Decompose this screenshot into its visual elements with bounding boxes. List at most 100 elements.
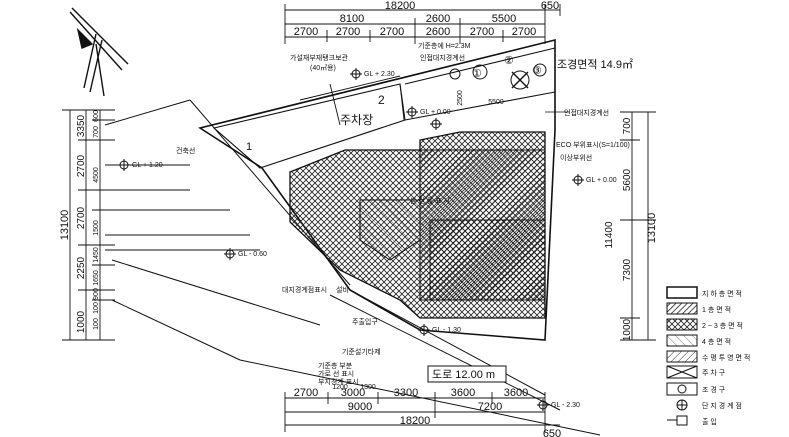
dim-1300: 1300 (360, 384, 376, 391)
dim-left-row2-1: 700 (93, 126, 100, 138)
road-width-box (427, 365, 507, 383)
right-dimensions (620, 111, 656, 341)
legend-text-0: 지 하 층 면 적 (702, 289, 742, 298)
legend-text-5: 주 차 구 (702, 368, 726, 377)
building-1f (289, 131, 546, 319)
dim-left-row2-7: 100 (93, 302, 100, 314)
left-small-label-2: 설비 (336, 285, 349, 294)
dim-bottom-row1-1: 3000 (341, 387, 365, 399)
legend-symbol-arrow-box (667, 415, 688, 426)
dim-top-row3-2: 2700 (380, 26, 404, 38)
garden-number-2: ② (504, 55, 514, 67)
dim-left-row2-0: 600 (93, 110, 100, 122)
dim-left-row1-1: 2700 (76, 154, 87, 177)
building-line-label-2: 인접대지경계선 (564, 108, 609, 117)
legend-text-7: 단 지 경 계 점 (702, 401, 742, 410)
dim-top-total: 18200 (385, 0, 416, 12)
gl-label-2: GL + 0.00 (420, 109, 451, 116)
dim-left-row2-6: 900 (93, 288, 100, 300)
dim-top-total-right: 650 (541, 0, 559, 12)
legend-symbol-circle-x-box (666, 382, 698, 396)
dim-2500: 2500 (457, 90, 464, 106)
legend-symbol-hatch-cross (666, 318, 698, 331)
bottom-note-0: 기준층 부분 (318, 361, 353, 370)
gl-label-8: GL - 2.30 (551, 402, 580, 409)
garden-number-3: ③ (532, 65, 542, 77)
dim-left-row2-5: 1650 (93, 270, 100, 286)
dim-right-row1-2: 7300 (622, 258, 633, 281)
base-height-label: 기준층에 H=2.3M (418, 41, 471, 50)
dim-top-row2-2: 5500 (492, 13, 516, 25)
dim-top-row3-0: 2700 (294, 26, 318, 38)
stall-number-2: 2 (378, 93, 385, 107)
building-main-label: 본 건 물 표 시 (410, 196, 450, 205)
dim-right-row1-0: 700 (622, 117, 633, 134)
note-small-label: ECO 부위표시(S=1/100) (556, 141, 630, 149)
dim-left-row2-8: 100 (93, 318, 100, 330)
legend-text-4: 수 평 투 영 면 적 (702, 353, 750, 362)
legend-text-2: 2 ~ 3 층 면 적 (702, 321, 743, 330)
legend-symbol-hatch-dense (666, 302, 698, 315)
legend-symbol-outline (666, 286, 698, 299)
gas-tank-sub-label: (40㎥용) (310, 63, 336, 72)
left-small-label: 대지경계점표시 (282, 285, 327, 294)
dim-bottom-total-right: 650 (543, 428, 561, 437)
dim-left-row1-4: 1000 (76, 310, 87, 333)
legend-symbol-hatch-diag (666, 350, 698, 363)
north-arrow-icon (69, 7, 129, 97)
legend-text-3: 4 층 면 적 (702, 337, 731, 346)
dim-bottom-row1-4: 3600 (504, 387, 528, 399)
line-text-label: 이상부위선 (560, 153, 592, 162)
dim-right-mid: 11400 (604, 221, 615, 249)
dim-right-row1-3: 1000 (622, 318, 633, 341)
entrance-label: 주출입구 (352, 317, 378, 326)
top-dimensions (284, 4, 561, 44)
bottom-note-1: 가로 선 표시 (318, 369, 354, 378)
dim-top-row2-1: 2600 (426, 13, 450, 25)
dim-left-row1-3: 2250 (76, 256, 87, 279)
dim-left-row2-3: 1500 (93, 220, 100, 236)
bottom-note-2: 부지경계 표시 (318, 377, 359, 386)
garden-triangle (449, 63, 547, 90)
gl-label-4: GL + 1.20 (132, 162, 163, 169)
dim-right-row1-1: 5600 (622, 168, 633, 191)
dim-top-row3-1: 2700 (336, 26, 360, 38)
legend-text-1: 1 층 면 적 (702, 305, 731, 314)
dim-left-row1-2: 2700 (76, 206, 87, 229)
dim-top-row2-0: 8100 (340, 13, 364, 25)
road-strip (104, 99, 601, 436)
parking-label: 주차장 (340, 113, 373, 127)
garden-area-label: 조경면적 14.9㎡ (557, 58, 633, 71)
legend (666, 286, 698, 426)
building-line-label: 인접대지경계선 (420, 53, 465, 62)
dim-left-row1-0: 3350 (76, 114, 87, 137)
gl-label-1: GL + 2.30 (364, 71, 395, 78)
gl-label-7: GL - 1.30 (432, 327, 461, 334)
legend-symbol-cross-circle (676, 399, 688, 411)
gas-tank-label: 가설재부재탱크보관 (290, 53, 349, 62)
dim-top-row3-3: 2600 (426, 26, 450, 38)
dim-left-total: 13100 (59, 210, 71, 241)
dim-1200: 1200 (332, 384, 348, 391)
legend-symbol-hatch-light (666, 334, 698, 347)
dim-bottom-row2-1: 7200 (478, 401, 502, 413)
legend-symbol-cross-box (666, 365, 698, 379)
main-gate-label: 기준설기타제 (342, 347, 381, 356)
left-dimensions (62, 109, 115, 341)
legend-text-6: 조 경 구 (702, 385, 726, 394)
stall-number-1: 1 (246, 141, 252, 153)
dim-top-row3-4: 2700 (470, 26, 494, 38)
gl-label-5: GL + 0.00 (586, 177, 617, 184)
dim-top-row3-5: 2700 (512, 26, 536, 38)
road-width-label: 도로 12.00 m (432, 369, 495, 381)
dim-bottom-row1-3: 3600 (451, 387, 475, 399)
dim-bottom-total: 18200 (400, 415, 431, 427)
gl-markers (118, 68, 584, 411)
gl-label-6: GL - 0.60 (238, 251, 267, 258)
bottom-dimensions (284, 392, 560, 432)
dim-left-row2-2: 4500 (93, 167, 100, 183)
parking-area (299, 75, 405, 126)
dim-bottom-row1-0: 2700 (294, 387, 318, 399)
legend-text-8: 출 입 (702, 417, 717, 426)
